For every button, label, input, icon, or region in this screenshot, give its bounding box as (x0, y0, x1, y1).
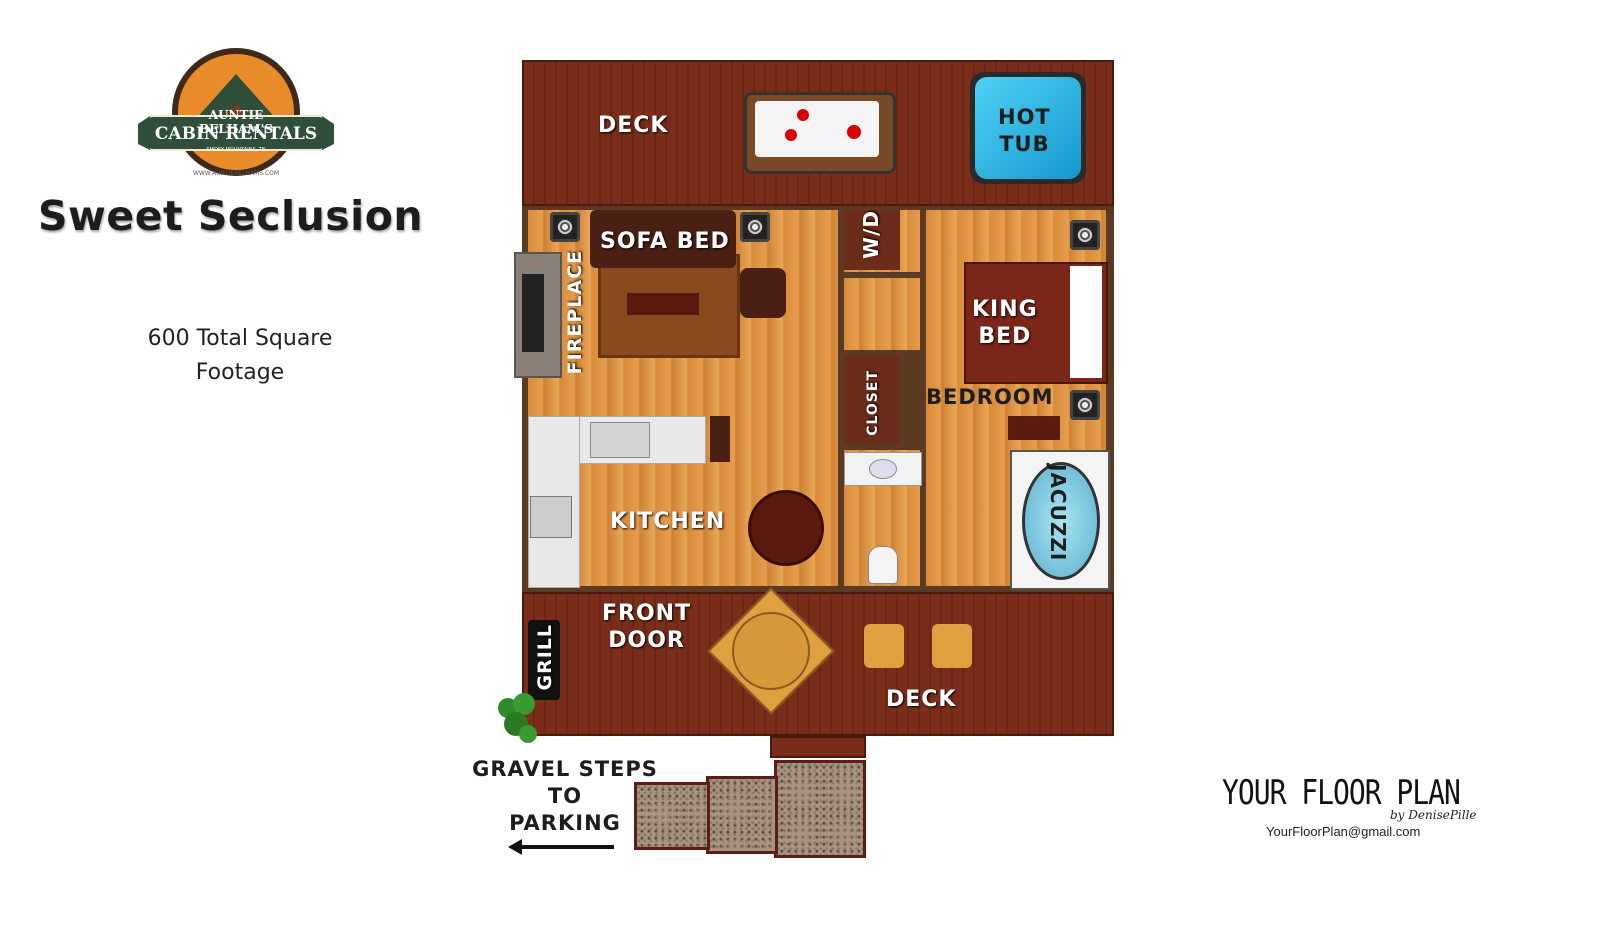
wd-label: W/D (859, 210, 883, 259)
brand-logo: AUNTIE BELHAM'S CABIN RENTALS SMOKY MOUN… (138, 44, 334, 184)
fireplace (514, 252, 562, 378)
closet-block (844, 356, 900, 444)
logo-line-2: CABIN RENTALS (154, 124, 318, 144)
sofa-bed (590, 210, 736, 268)
top-deck-label: DECK (598, 113, 669, 138)
patio-table-top (732, 612, 810, 690)
gravel-steps-line-2: TO (547, 784, 583, 808)
kitchen-label: KITCHEN (610, 509, 726, 534)
king-bed-line-2: BED (978, 324, 1032, 349)
gravel-steps-line-3: PARKING (509, 811, 621, 835)
toilet (868, 546, 898, 584)
hot-tub-line-2: TUB (999, 132, 1050, 156)
dresser (1008, 416, 1060, 440)
logo-line-1: AUNTIE BELHAM'S (199, 108, 273, 136)
hot-tub (970, 72, 1086, 184)
bathroom-sink (844, 452, 922, 486)
hot-tub-line-1: HOT (998, 105, 1051, 129)
speaker-icon (1070, 390, 1100, 420)
king-bed-label: KING BED (972, 296, 1038, 350)
grill-label: GRILL (534, 624, 556, 691)
deck-chair (864, 624, 904, 668)
front-door-line-1: FRONT (602, 601, 692, 626)
floor-plan-credit: YOUR FLOOR PLAN (1222, 772, 1461, 813)
bush-icon (494, 690, 542, 746)
king-bed-line-1: KING (972, 297, 1038, 322)
closet-label: CLOSET (865, 370, 881, 436)
jacuzzi (1010, 450, 1110, 590)
bedroom-label: BEDROOM (926, 385, 1054, 409)
mountain-cabin-logo-icon (138, 48, 334, 176)
sqft-line-2: Footage (195, 360, 285, 385)
floor-plan: DECK HOT TUB W/D CLOSET SOFA BED FIREPLA… (514, 60, 1114, 736)
area-rug (598, 254, 740, 358)
closet-hall-floor (844, 278, 920, 350)
sqft-line-1: 600 Total Square (147, 326, 333, 351)
gravel-steps-line-1: GRAVEL STEPS (472, 757, 658, 781)
kitchen-sink (590, 422, 650, 458)
wd-block (844, 210, 900, 270)
king-bed (964, 262, 1108, 384)
fireplace-label: FIREPLACE (564, 250, 586, 375)
front-door-line-2: DOOR (608, 628, 685, 653)
logo-subtitle: SMOKY MOUNTAINS, TN (206, 147, 266, 153)
armchair (740, 268, 786, 318)
credit-email: YourFloorPlan@gmail.com (1266, 824, 1421, 839)
stove (530, 496, 572, 538)
gravel-step (706, 776, 778, 854)
gravel-step (634, 782, 710, 850)
speaker-icon (740, 212, 770, 242)
property-title: Sweet Seclusion (38, 192, 424, 240)
dining-table (748, 490, 824, 566)
square-footage: 600 Total Square Footage (120, 322, 360, 390)
grill (528, 620, 560, 700)
step-landing (770, 736, 866, 758)
sofa-bed-label: SOFA BED (600, 229, 730, 254)
hot-tub-label: HOT TUB (998, 104, 1051, 158)
gravel-step (774, 760, 866, 858)
deck-chair (932, 624, 972, 668)
arrow-left-icon (508, 838, 616, 856)
speaker-icon (1070, 220, 1100, 250)
air-hockey-table (744, 92, 896, 174)
credit-by: by DenisePille (1390, 808, 1477, 822)
gravel-steps-label: GRAVEL STEPS TO PARKING (470, 756, 660, 837)
bottom-deck-label: DECK (886, 687, 957, 712)
jacuzzi-label: JACUZZI (1046, 464, 1070, 562)
speaker-icon (550, 212, 580, 242)
bar-stool (710, 416, 730, 462)
front-door-label: FRONT DOOR (602, 600, 691, 654)
logo-url: WWW.AUNTIEBELHAMS.COM (192, 170, 280, 177)
